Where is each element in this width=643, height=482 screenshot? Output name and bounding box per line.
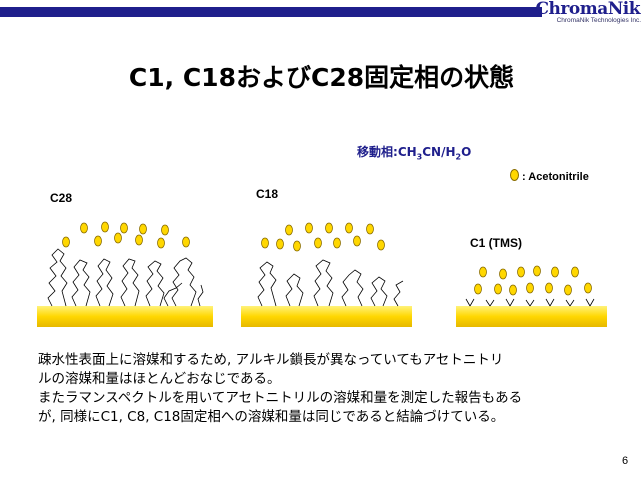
- slide-title: C1, C18およびC28固定相の状態: [128, 63, 515, 92]
- logo-subtitle: ChromaNik Technologies Inc.: [556, 17, 641, 24]
- phase-label-c28: C28: [50, 191, 73, 205]
- explanation-line: が, 同様にC1, C8, C18固定相への溶媒和量は同じであると結論づけている…: [38, 409, 505, 425]
- legend: : Acetonitrile: [510, 169, 589, 183]
- formula-subscript: 2: [455, 152, 462, 162]
- mobile-phase-prefix: 移動相:: [357, 145, 398, 159]
- formula-part: CH: [397, 145, 417, 159]
- phase-label-c1: C1 (TMS): [470, 236, 522, 250]
- legend-label: : Acetonitrile: [522, 171, 589, 183]
- explanation-line: ルの溶媒和量はほとんどおなじである。: [38, 371, 281, 387]
- alkyl-chains-c18: [257, 259, 404, 307]
- explanation-text: 疎水性表面上に溶媒和するため, アルキル鎖長が異なっていてもアセトニトリ ルの溶…: [38, 351, 638, 427]
- formula-subscript: 3: [416, 152, 423, 162]
- formula-part: O: [461, 145, 472, 159]
- silica-surface-c1: [456, 306, 607, 327]
- company-logo: ChromaNik ChromaNik Technologies Inc.: [536, 0, 643, 28]
- explanation-line: またラマンスペクトルを用いてアセトニトリルの溶媒和量を測定した報告もある: [38, 390, 523, 406]
- logo-text: ChromaNik: [535, 0, 641, 19]
- explanation-line: 疎水性表面上に溶媒和するため, アルキル鎖長が異なっていてもアセトニトリ: [38, 352, 504, 368]
- formula-part: CN/H: [422, 145, 456, 159]
- alkyl-chains-c28: [47, 248, 204, 307]
- trimethylsilyl-groups: [465, 298, 595, 307]
- acetonitrile-droplets: [62, 221, 592, 296]
- mobile-phase-label: 移動相:CH3CN/H2O: [357, 143, 471, 161]
- acetonitrile-droplet-icon: [510, 169, 519, 181]
- header-bar: [0, 7, 542, 17]
- silica-surface-c18: [241, 306, 412, 327]
- silica-surface-c28: [37, 306, 213, 327]
- page-number: 6: [622, 455, 629, 467]
- phase-label-c18: C18: [256, 187, 279, 201]
